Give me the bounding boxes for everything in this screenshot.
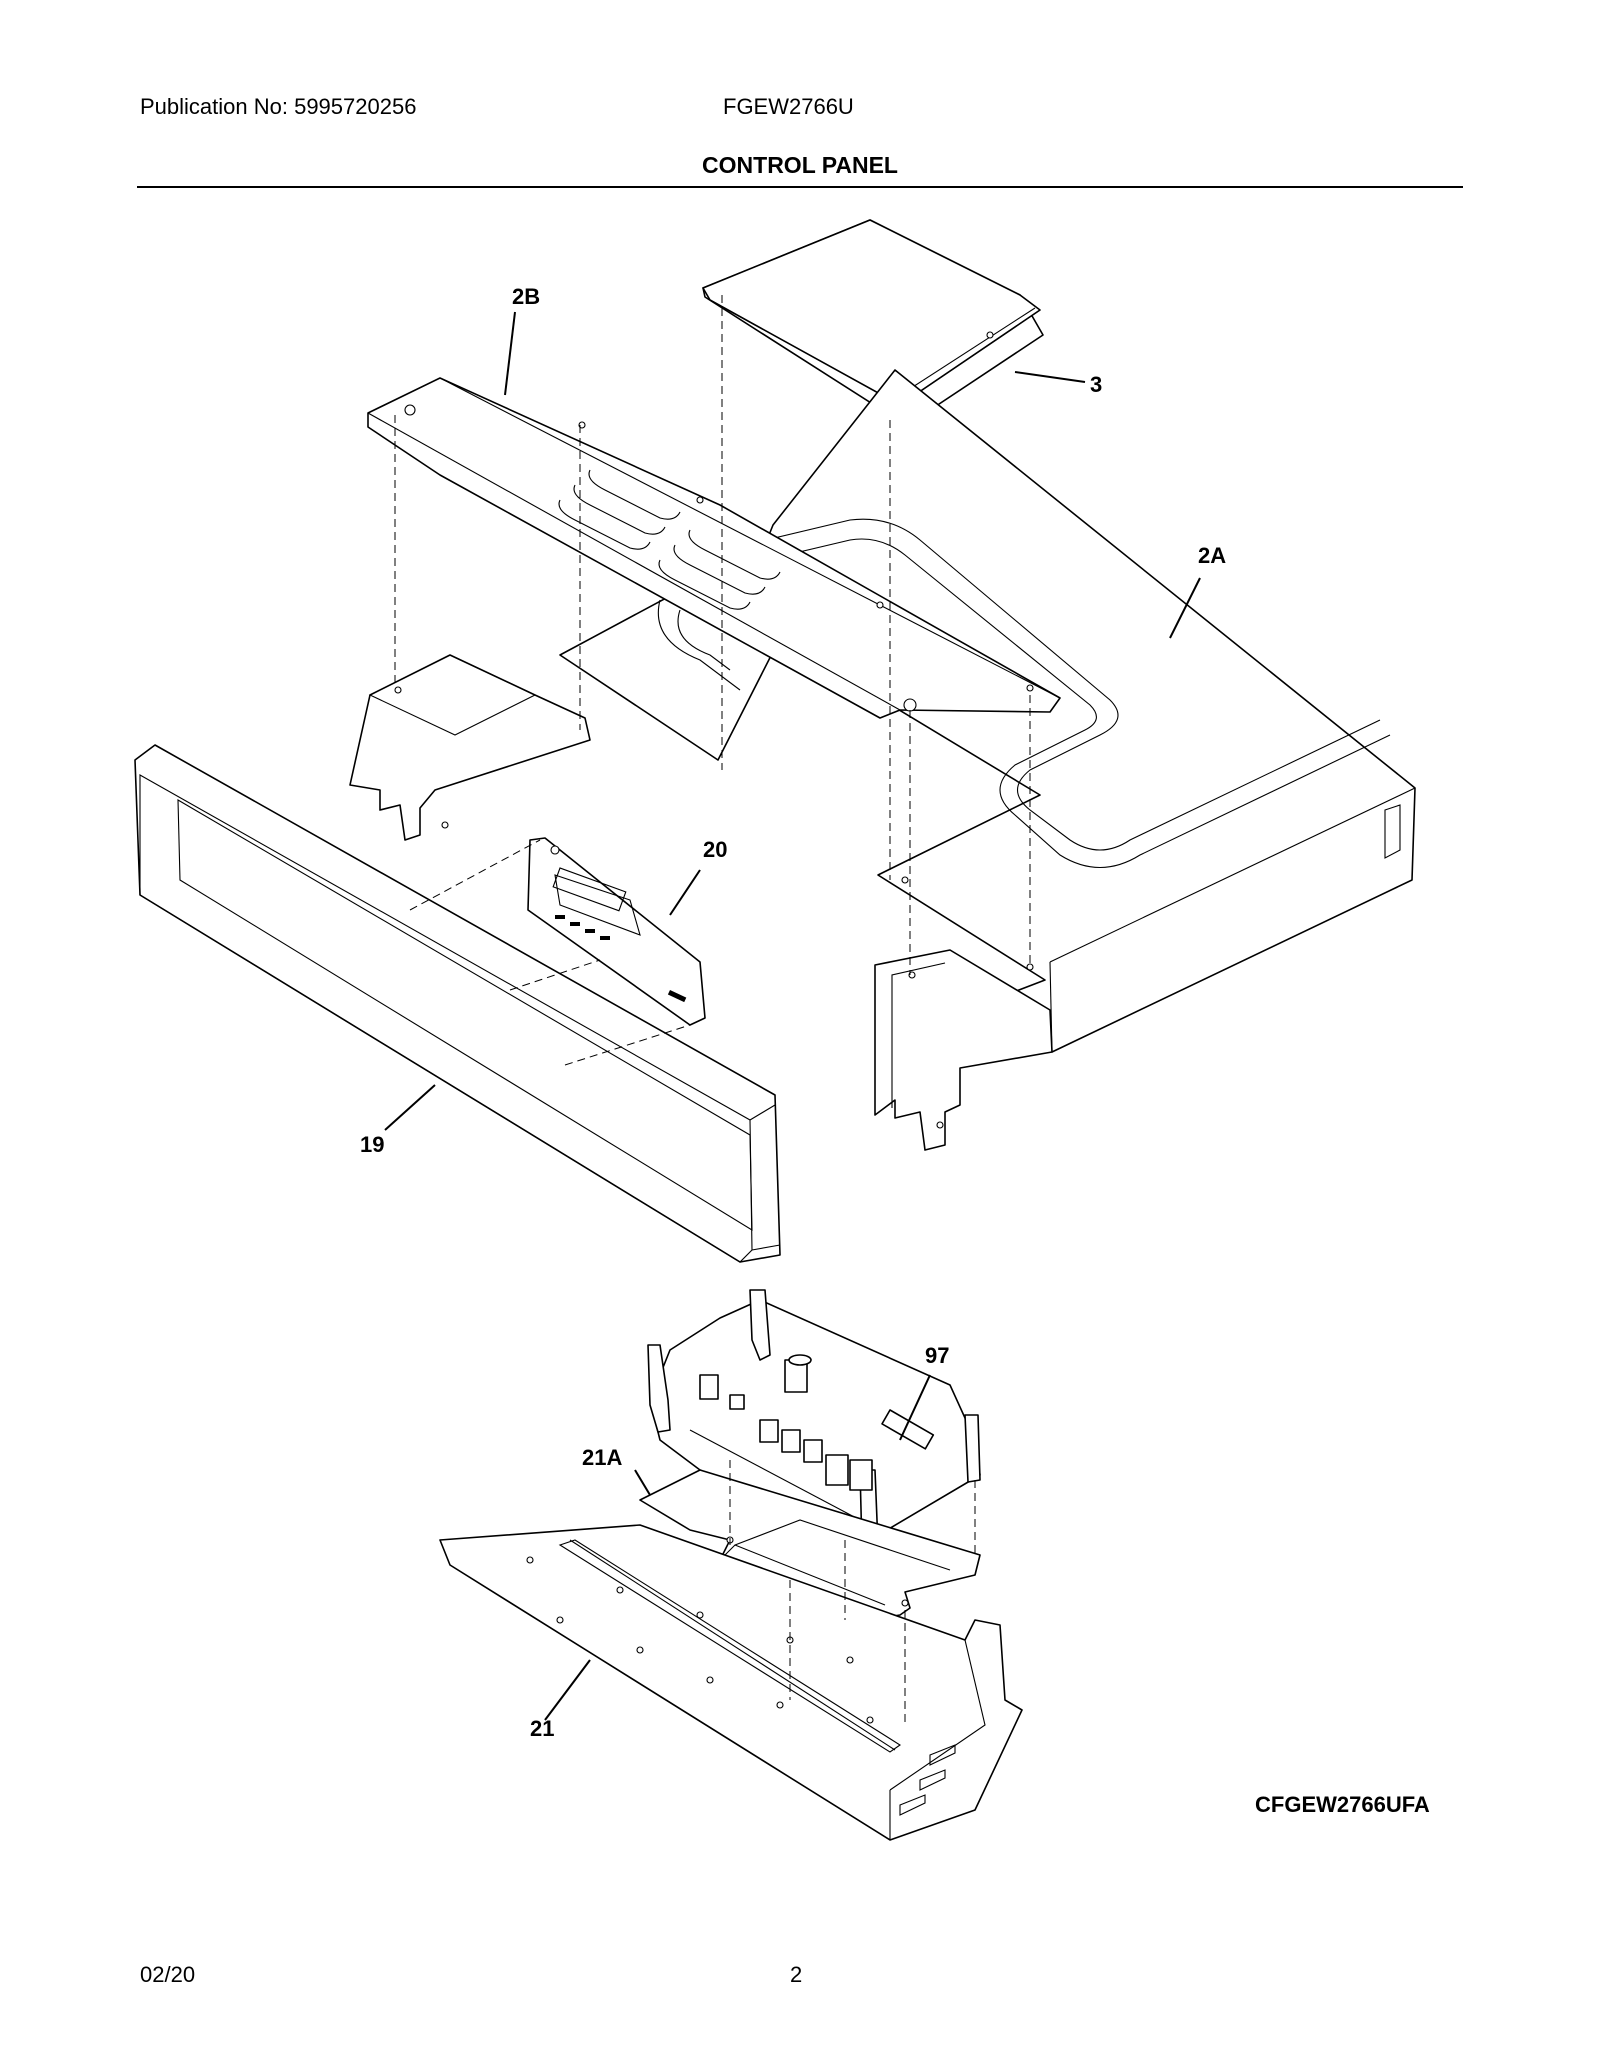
relays: [759, 1419, 873, 1491]
part-2a-left-bracket: [349, 654, 591, 841]
callout-21: 21: [530, 1716, 555, 1741]
callout-2a: 2A: [1198, 543, 1227, 568]
page-title: CONTROL PANEL: [702, 152, 898, 178]
publication-number: Publication No: 5995720256: [140, 94, 417, 119]
part-19-fascia: [134, 744, 781, 1263]
title-rule: [137, 186, 1463, 188]
callout-3: 3: [1090, 372, 1103, 397]
callout-2b: 2B: [512, 284, 541, 309]
callout-21a: 21A: [582, 1445, 623, 1470]
base-plate-slots: [899, 1744, 956, 1816]
footer-date: 02/20: [140, 1962, 196, 1987]
assembly-lines: [394, 295, 1031, 1725]
page-number: 2: [790, 1962, 803, 1987]
drawing-code: CFGEW2766UFA: [1255, 1792, 1430, 1817]
callout-20: 20: [703, 837, 728, 862]
callout-97: 97: [925, 1343, 950, 1368]
model-number: FGEW2766U: [723, 94, 854, 119]
callout-19: 19: [360, 1132, 385, 1157]
part-20-ui-board: [527, 837, 706, 1026]
part-3-cover: [702, 219, 1044, 423]
part-21-base-plate: [439, 1524, 1023, 1841]
ui-board-buttons: [555, 915, 610, 940]
vent-slots: [558, 469, 781, 610]
part-2a-right-bracket: [874, 949, 1053, 1151]
leader-lines: [384, 311, 1201, 1721]
